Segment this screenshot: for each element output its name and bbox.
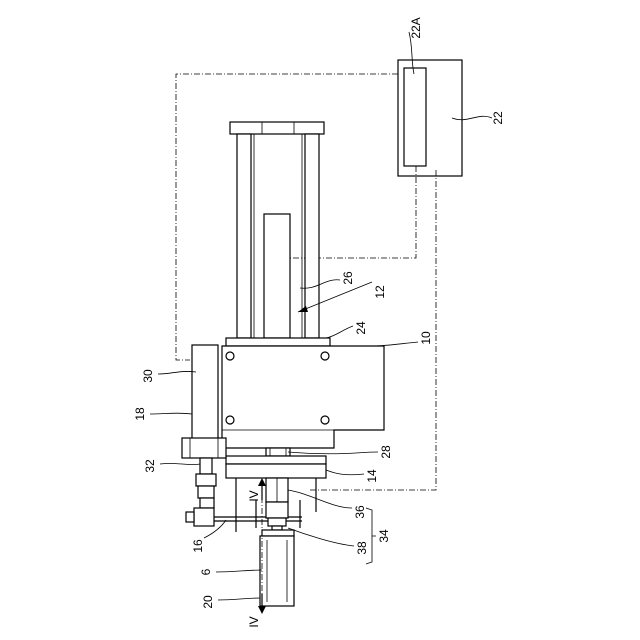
- section-label-top: IV: [247, 490, 261, 501]
- cylinder-30: [192, 345, 218, 445]
- label-22A: 22A: [409, 17, 423, 38]
- rod-26: [264, 214, 290, 338]
- label-28: 28: [379, 445, 393, 459]
- label-32: 32: [143, 459, 157, 473]
- label-22: 22: [491, 111, 505, 125]
- label-6: 6: [199, 568, 213, 575]
- label-24: 24: [354, 321, 368, 335]
- link-32: [200, 458, 212, 474]
- label-30: 30: [141, 369, 155, 383]
- bracket-14: [226, 456, 326, 478]
- label-14: 14: [365, 469, 379, 483]
- container-6: [260, 536, 294, 606]
- label-26: 26: [341, 271, 355, 285]
- display-22A: [404, 68, 426, 166]
- label-16: 16: [191, 539, 205, 553]
- label-36: 36: [353, 505, 367, 519]
- actuator-12: [230, 122, 324, 338]
- label-34: 34: [377, 529, 391, 543]
- section-label-bottom: IV: [247, 616, 261, 627]
- label-10: 10: [419, 331, 433, 345]
- block-28: [266, 448, 290, 456]
- frame-10: [222, 346, 384, 448]
- label-12: 12: [373, 285, 387, 299]
- label-18: 18: [133, 407, 147, 421]
- component-36: [266, 478, 288, 518]
- label-20: 20: [201, 595, 215, 609]
- plate-24: [226, 338, 330, 346]
- label-38: 38: [355, 541, 369, 555]
